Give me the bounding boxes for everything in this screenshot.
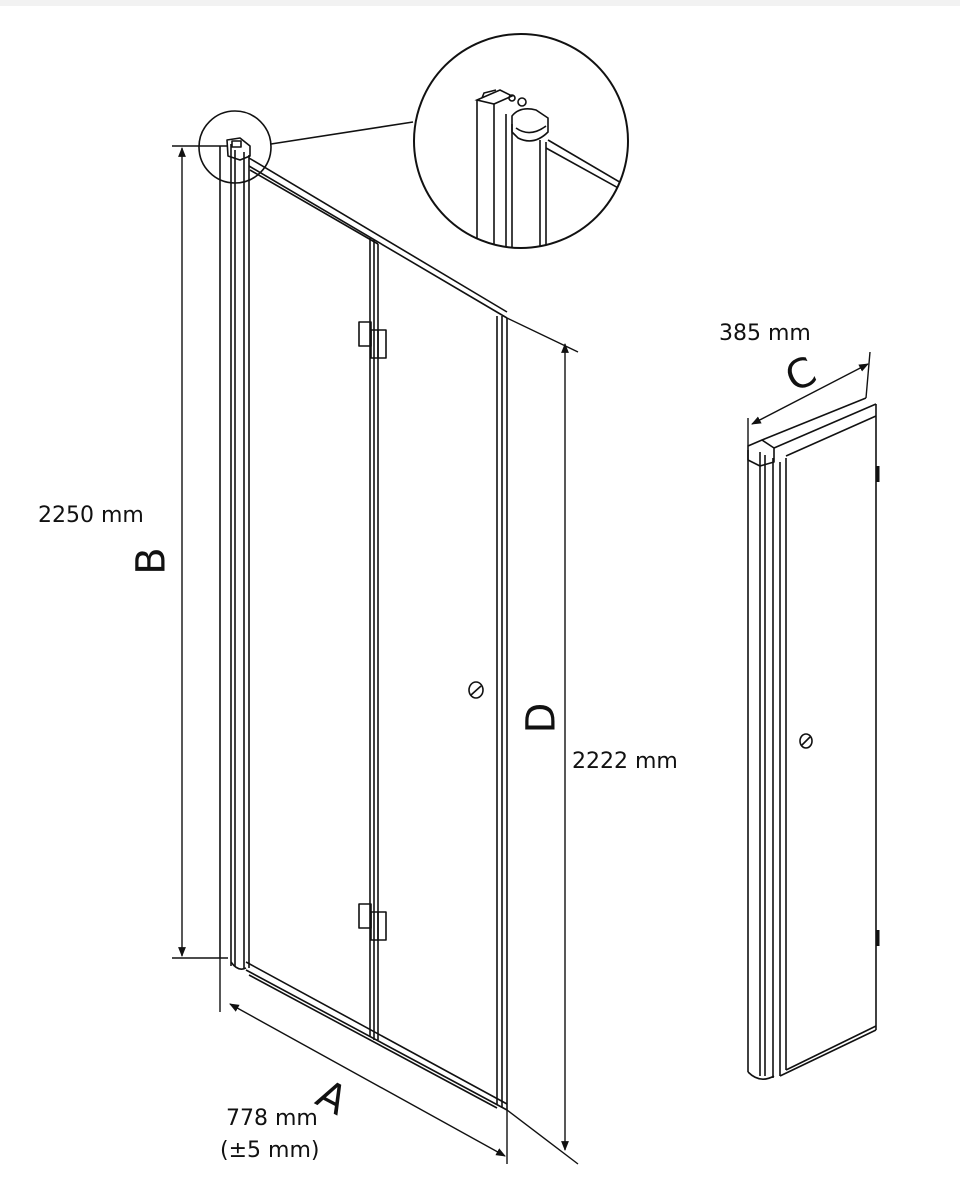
detail-marker-circle: [198, 110, 272, 184]
right-glass-panel: [496, 316, 508, 1110]
dimension-d-letter: D: [518, 702, 565, 734]
dimension-c-line: [751, 363, 869, 425]
door-knob-icon: [468, 681, 484, 699]
dimension-d-value: 2222 mm: [572, 749, 678, 774]
dimension-a-line: [229, 1003, 506, 1157]
wall-profile: [219, 137, 251, 970]
lower-hinge: [358, 903, 387, 941]
left-glass-panel: [369, 238, 379, 1040]
dimension-b-value: 2250 mm: [38, 503, 144, 528]
upper-hinge: [358, 321, 387, 359]
dimension-c-value: 385 mm: [719, 321, 811, 346]
side-knob-icon: [799, 733, 813, 749]
top-frame-bar: [0, 0, 960, 6]
detail-zoom-circle: [413, 33, 629, 249]
bottom-edge: [245, 961, 508, 1111]
top-edge: [248, 157, 508, 313]
door-front-view: [198, 33, 629, 1111]
dimension-a-value: 778 mm: [226, 1106, 318, 1131]
detail-leader-line: [270, 121, 414, 145]
dimension-a-tolerance: (±5 mm): [220, 1138, 320, 1163]
dimension-lines-main: [172, 145, 579, 1165]
dimension-b-letter: B: [128, 547, 175, 575]
detail-zoom-view: [474, 89, 628, 248]
dimension-lines-side: [747, 351, 871, 446]
door-side-view: [747, 397, 880, 1080]
